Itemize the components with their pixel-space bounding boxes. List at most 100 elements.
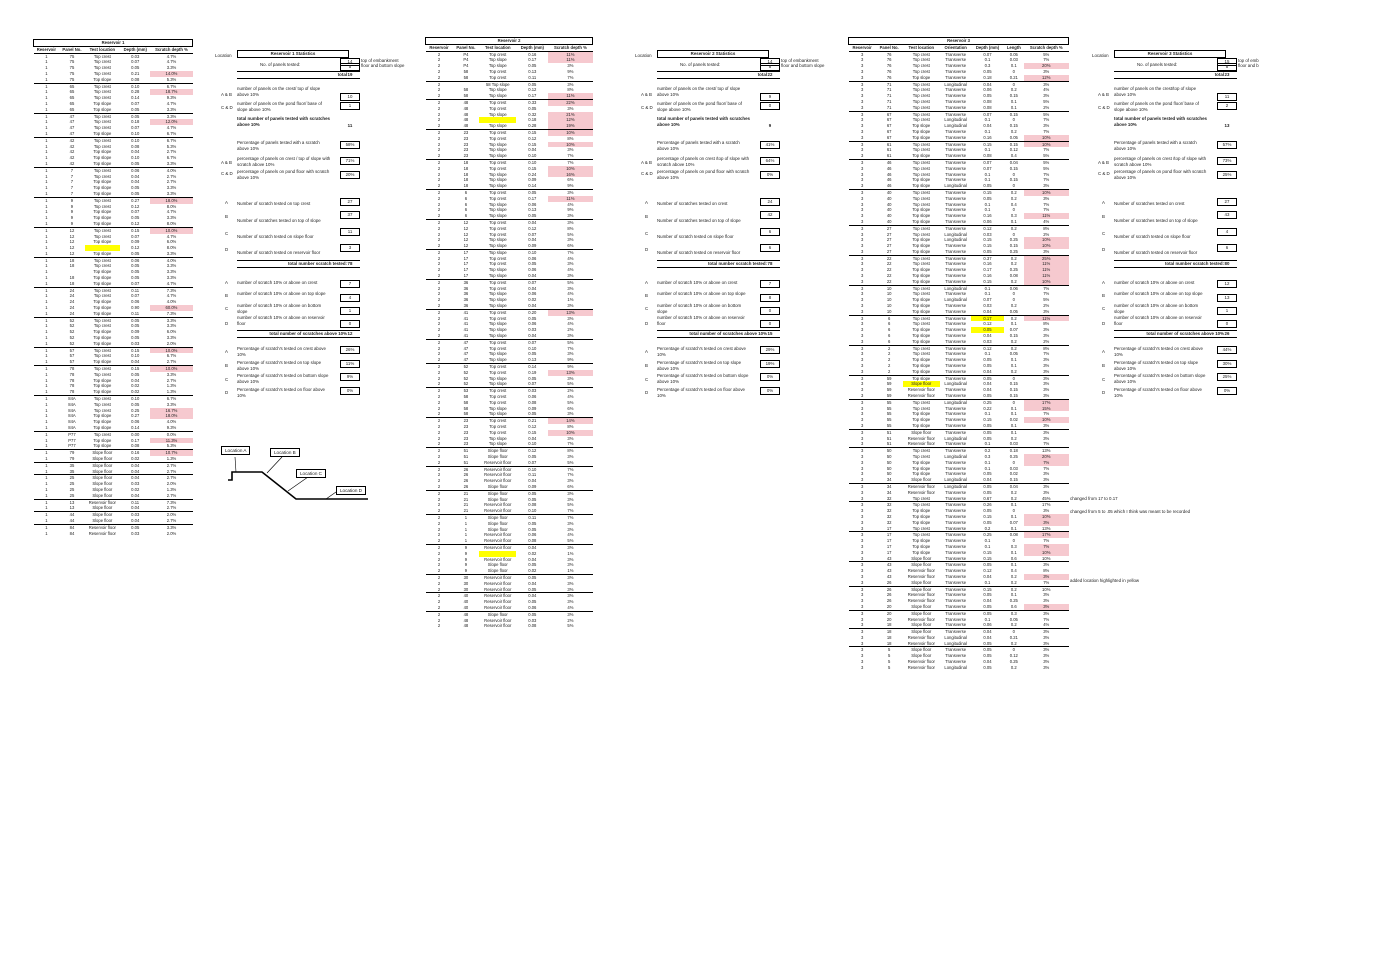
table-cell: 3	[860, 243, 864, 249]
table-cell: 3%	[567, 580, 574, 586]
table-cell: Slope floor	[487, 520, 508, 526]
stat-panels-label: No. of panels tested:	[1137, 62, 1178, 67]
table-cell: 2	[437, 171, 441, 177]
table-cell: 10.0%	[150, 346, 193, 354]
table-cell: Slope floor	[902, 381, 940, 388]
table-cell: Top slope	[93, 215, 112, 221]
table-cell: 47	[463, 345, 469, 351]
table-cell: 5	[875, 646, 903, 654]
table-cell: 3.3%	[150, 523, 193, 531]
table-cell: 0.09	[528, 177, 537, 183]
table-cell: 3%	[1043, 308, 1050, 314]
table-cell: 17	[463, 255, 469, 261]
table-cell: 1.3%	[166, 455, 177, 461]
table-cell: Transverse	[945, 357, 967, 363]
table-cell: 1	[45, 335, 48, 341]
table-cell: 1	[45, 203, 48, 209]
table-cell: 0.12	[528, 135, 537, 141]
table-cell: Top crest	[489, 429, 507, 435]
stat-location-label: Location	[215, 53, 232, 58]
stat-c3: Number of scratch tested on slope floor	[1114, 234, 1191, 239]
table-cell: Transverse	[945, 471, 967, 477]
table-cell: 0.12	[528, 225, 537, 231]
table-cell: 0	[1012, 291, 1015, 297]
table-cell: 0.04	[528, 147, 537, 153]
table-cell: Transverse	[945, 338, 967, 344]
table-cell: 0.09	[528, 483, 537, 489]
table-cell: 0.1	[1003, 561, 1024, 569]
table-cell: 0.16	[983, 273, 992, 279]
table-cell: 0.25	[131, 407, 140, 413]
table-cell: 10	[886, 303, 892, 309]
table-cell: Transverse	[939, 428, 972, 436]
stat-v5: 71%	[340, 157, 360, 165]
stat-pv1: 44%	[1217, 346, 1237, 354]
table-cell: 32	[886, 508, 892, 514]
table-cell: 0.1	[984, 201, 991, 207]
table-cell: 0.1	[1010, 363, 1017, 369]
table-cell: 21%	[548, 111, 593, 118]
table-cell: 71	[886, 104, 892, 110]
table-cell: 3	[860, 411, 864, 417]
table-cell: Transverse	[939, 140, 972, 148]
stat-lB: B	[1102, 214, 1105, 219]
table-cell: 23	[452, 128, 480, 136]
table-cell: 0.16	[983, 213, 992, 219]
table-cell: Top slope	[488, 357, 507, 363]
table-cell: 2.7%	[166, 505, 177, 511]
table-cell: 2	[425, 573, 453, 581]
table-cell: 67	[886, 128, 892, 134]
table-cell: 3	[860, 278, 864, 284]
table-cell: 84	[59, 523, 85, 531]
stat-total-label: total	[1114, 71, 1226, 79]
table-cell: 18	[886, 640, 892, 646]
table-cell: 3.3%	[166, 106, 177, 112]
stat-q5: percentage of panels on crest / top of s…	[237, 156, 331, 167]
table-cell: 43	[875, 561, 903, 569]
table-cell: 3	[860, 68, 864, 74]
table-cell: 0.05	[1009, 134, 1018, 140]
table-cell: 52	[452, 363, 480, 370]
table-cell: 2	[437, 321, 441, 327]
table-cell: Top crest	[912, 147, 930, 153]
table-cell: 26	[875, 585, 903, 593]
stat-dv1: 7	[760, 280, 780, 288]
stat-lD: D	[645, 247, 649, 252]
table-cell: 0.05	[971, 609, 1004, 617]
table-cell: 1	[33, 461, 60, 469]
table-cell: 6	[452, 188, 480, 196]
table-cell: Slope floor	[902, 428, 940, 436]
reservoir-1-table: Reservoir 1 Reservoir Panel No. Test loc…	[33, 39, 193, 536]
table-cell: Top slope	[93, 275, 112, 281]
table-cell: 0.18	[528, 117, 537, 123]
table-cell: 0.05	[528, 562, 537, 568]
table-cell: 78	[69, 377, 75, 383]
table-cell: 0.1	[1010, 98, 1017, 104]
table-cell: 3	[860, 417, 864, 423]
table-cell: 55	[886, 405, 892, 411]
table-cell: Top crest	[912, 117, 930, 123]
table-cell: Top slope	[912, 459, 931, 465]
stat-lC: C	[645, 231, 649, 236]
table-cell: Longitudinal	[944, 640, 967, 646]
table-cell: P77	[68, 437, 76, 443]
table-cell: 16.7%	[150, 407, 193, 414]
table-cell: 3%	[567, 411, 574, 417]
table-cell: Top crest	[902, 314, 940, 322]
table-cell: Longitudinal	[944, 183, 967, 189]
table-cell: Slope floor	[487, 453, 508, 459]
